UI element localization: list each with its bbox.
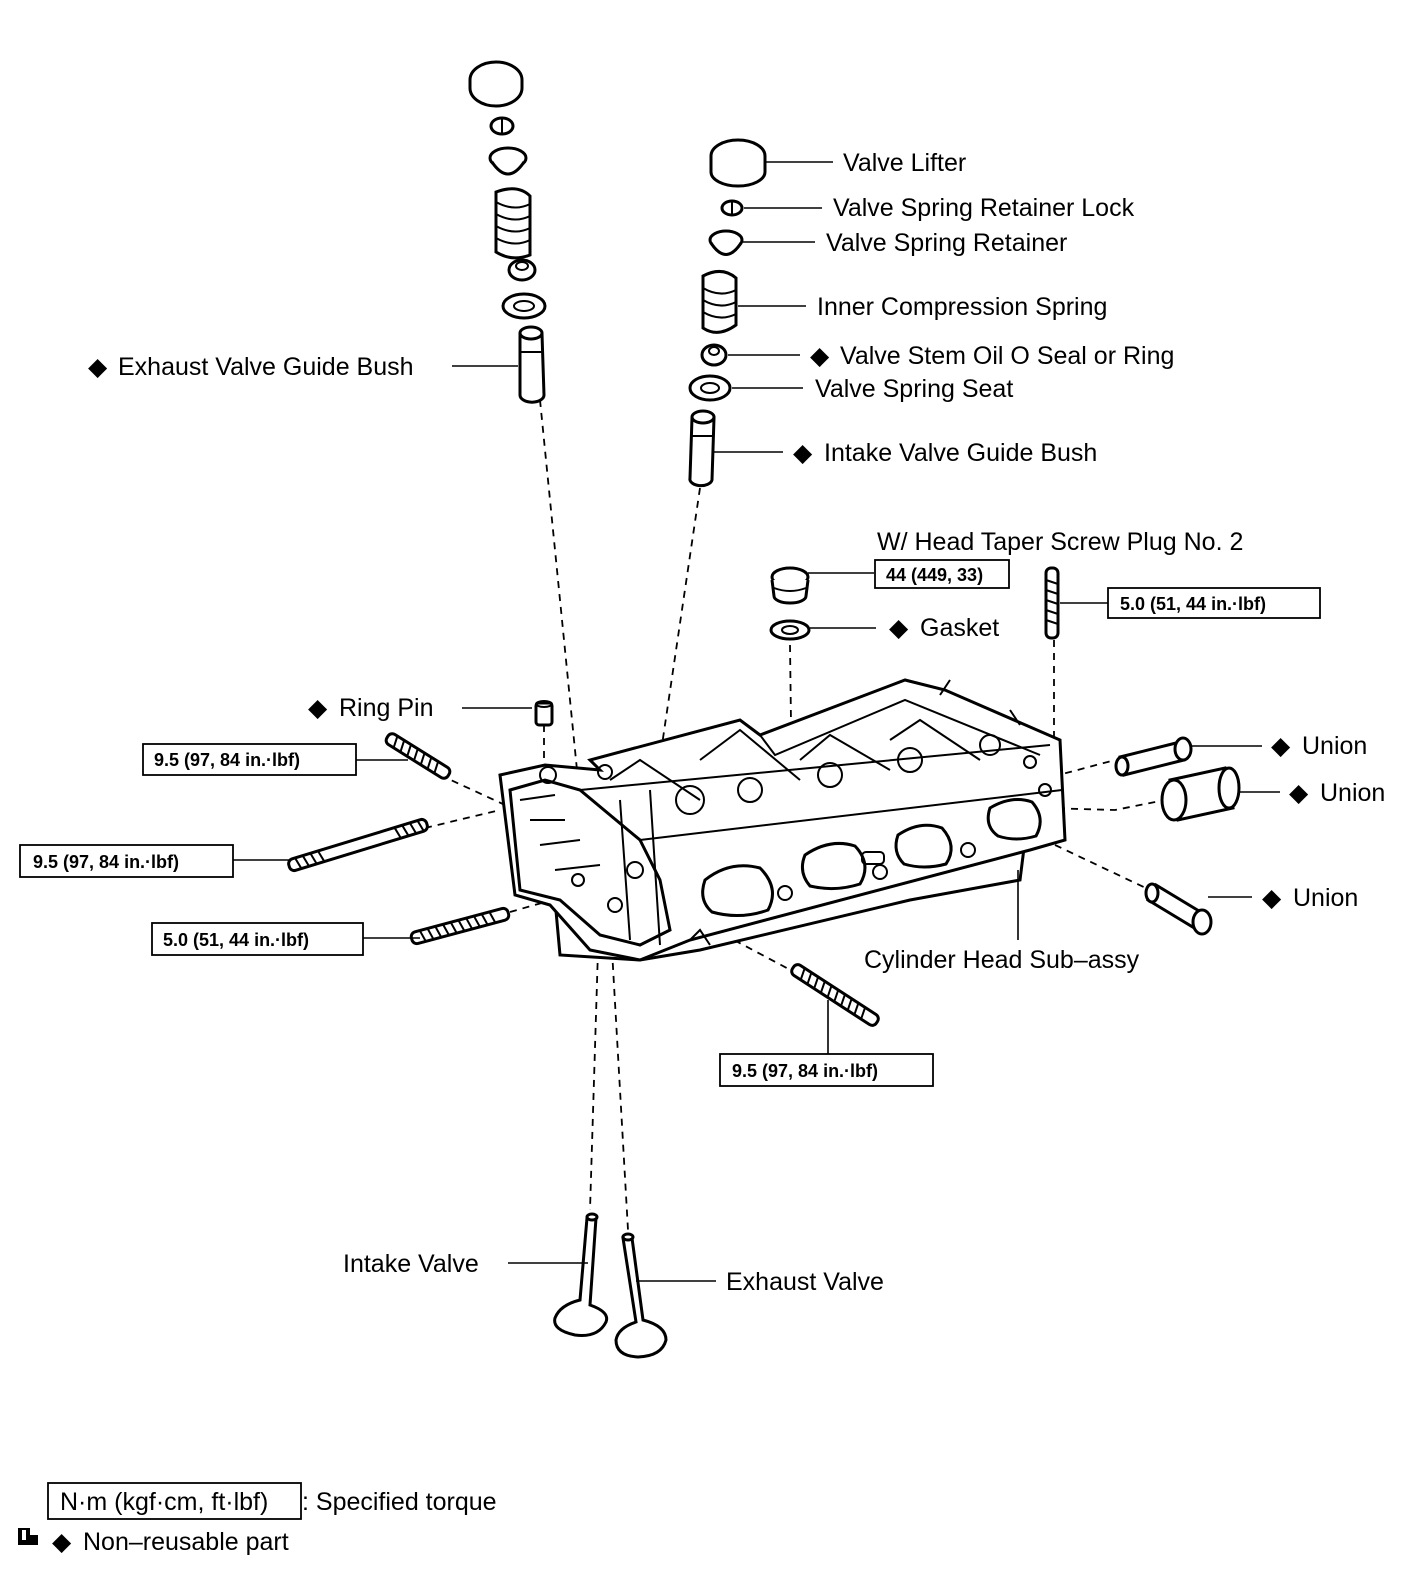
label-ring-pin: Ring Pin	[339, 694, 434, 722]
non-reusable-diamond-icon: ◆	[52, 1528, 72, 1556]
exhaust-valve-stack	[468, 60, 547, 404]
exhaust-valve-guide-bush	[518, 325, 546, 404]
union-part-2	[1160, 766, 1241, 822]
exhaust-valve-part	[614, 1232, 668, 1359]
label-taper-plug: W/ Head Taper Screw Plug No. 2	[877, 528, 1243, 556]
label-union-1: Union	[1302, 732, 1367, 760]
legend-torque-unit: N·m (kgf·cm, ft·lbf)	[60, 1488, 268, 1516]
stud-left-mid	[287, 817, 429, 873]
marker-oil-seal: ◆	[810, 342, 830, 370]
torque-stud-top-right: 5.0 (51, 44 in.·lbf)	[1120, 594, 1266, 614]
marker-union-2: ◆	[1289, 779, 1309, 807]
torque-stud-left-top: 9.5 (97, 84 in.·lbf)	[154, 750, 300, 770]
label-inner-spring: Inner Compression Spring	[817, 293, 1107, 321]
label-union-3: Union	[1293, 884, 1358, 912]
marker-exhaust-guide-bush: ◆	[88, 353, 108, 381]
gasket-part	[769, 619, 811, 641]
label-retainer: Valve Spring Retainer	[826, 229, 1067, 257]
retainer-lock-part	[720, 199, 744, 217]
legend-nonreusable-text: Non–reusable part	[83, 1528, 289, 1556]
union-part-1	[1114, 736, 1193, 777]
label-cylinder-head: Cylinder Head Sub–assy	[864, 946, 1140, 974]
stud-left-low	[409, 906, 511, 946]
stud-bottom	[790, 963, 880, 1027]
retainer-part	[708, 229, 744, 256]
exhaust-retainer-lock	[489, 116, 515, 136]
legend: N·m (kgf·cm, ft·lbf) : Specified torque …	[18, 1482, 497, 1556]
marker-gasket: ◆	[889, 614, 909, 642]
stud-left-top	[384, 732, 452, 780]
marker-union-1: ◆	[1271, 732, 1291, 760]
torque-stud-left-low: 5.0 (51, 44 in.·lbf)	[163, 930, 309, 950]
exhaust-oil-seal	[507, 258, 537, 282]
spring-seat-part	[688, 374, 732, 402]
label-spring-seat: Valve Spring Seat	[815, 375, 1013, 403]
exhaust-spring	[494, 187, 532, 260]
exhaust-spring-seat	[501, 292, 547, 320]
marker-intake-guide-bush: ◆	[793, 439, 813, 467]
oil-seal-part	[700, 343, 728, 367]
label-retainer-lock: Valve Spring Retainer Lock	[833, 194, 1135, 222]
marker-union-3: ◆	[1262, 884, 1282, 912]
torque-stud-bottom: 9.5 (97, 84 in.·lbf)	[732, 1061, 878, 1081]
exhaust-spring-retainer	[488, 146, 528, 176]
ring-pin-part	[534, 700, 554, 727]
taper-screw-plug	[770, 566, 810, 605]
legend-torque-text: : Specified torque	[302, 1488, 497, 1516]
label-intake-valve: Intake Valve	[343, 1250, 479, 1278]
cylinder-head-body	[498, 678, 1067, 962]
part-labels: Valve Lifter Valve Spring Retainer Lock …	[88, 149, 1385, 1296]
label-intake-guide-bush: Intake Valve Guide Bush	[824, 439, 1097, 467]
torque-specs: 44 (449, 33) 5.0 (51, 44 in.·lbf) 9.5 (9…	[19, 559, 1321, 1087]
intake-guide-bush-part	[688, 409, 716, 488]
inner-spring-part	[701, 270, 738, 334]
alignment-lines	[424, 399, 1166, 1231]
leader-lines	[233, 161, 1280, 1282]
book-icon	[18, 1528, 38, 1545]
stud-top-right	[1044, 566, 1060, 640]
label-oil-seal: Valve Stem Oil O Seal or Ring	[840, 342, 1174, 370]
valve-lifter-part	[709, 138, 767, 188]
intake-valve-stack	[688, 138, 767, 488]
torque-stud-left-mid: 9.5 (97, 84 in.·lbf)	[33, 852, 179, 872]
label-gasket: Gasket	[920, 614, 999, 642]
label-valve-lifter: Valve Lifter	[843, 149, 966, 177]
label-exhaust-guide-bush: Exhaust Valve Guide Bush	[118, 353, 414, 381]
torque-plug: 44 (449, 33)	[886, 565, 983, 585]
intake-valve-part	[553, 1212, 609, 1337]
label-union-2: Union	[1320, 779, 1385, 807]
union-part-3	[1144, 882, 1213, 936]
label-exhaust-valve: Exhaust Valve	[726, 1268, 884, 1296]
exhaust-valve-lifter	[468, 60, 524, 108]
marker-ring-pin: ◆	[308, 694, 328, 722]
